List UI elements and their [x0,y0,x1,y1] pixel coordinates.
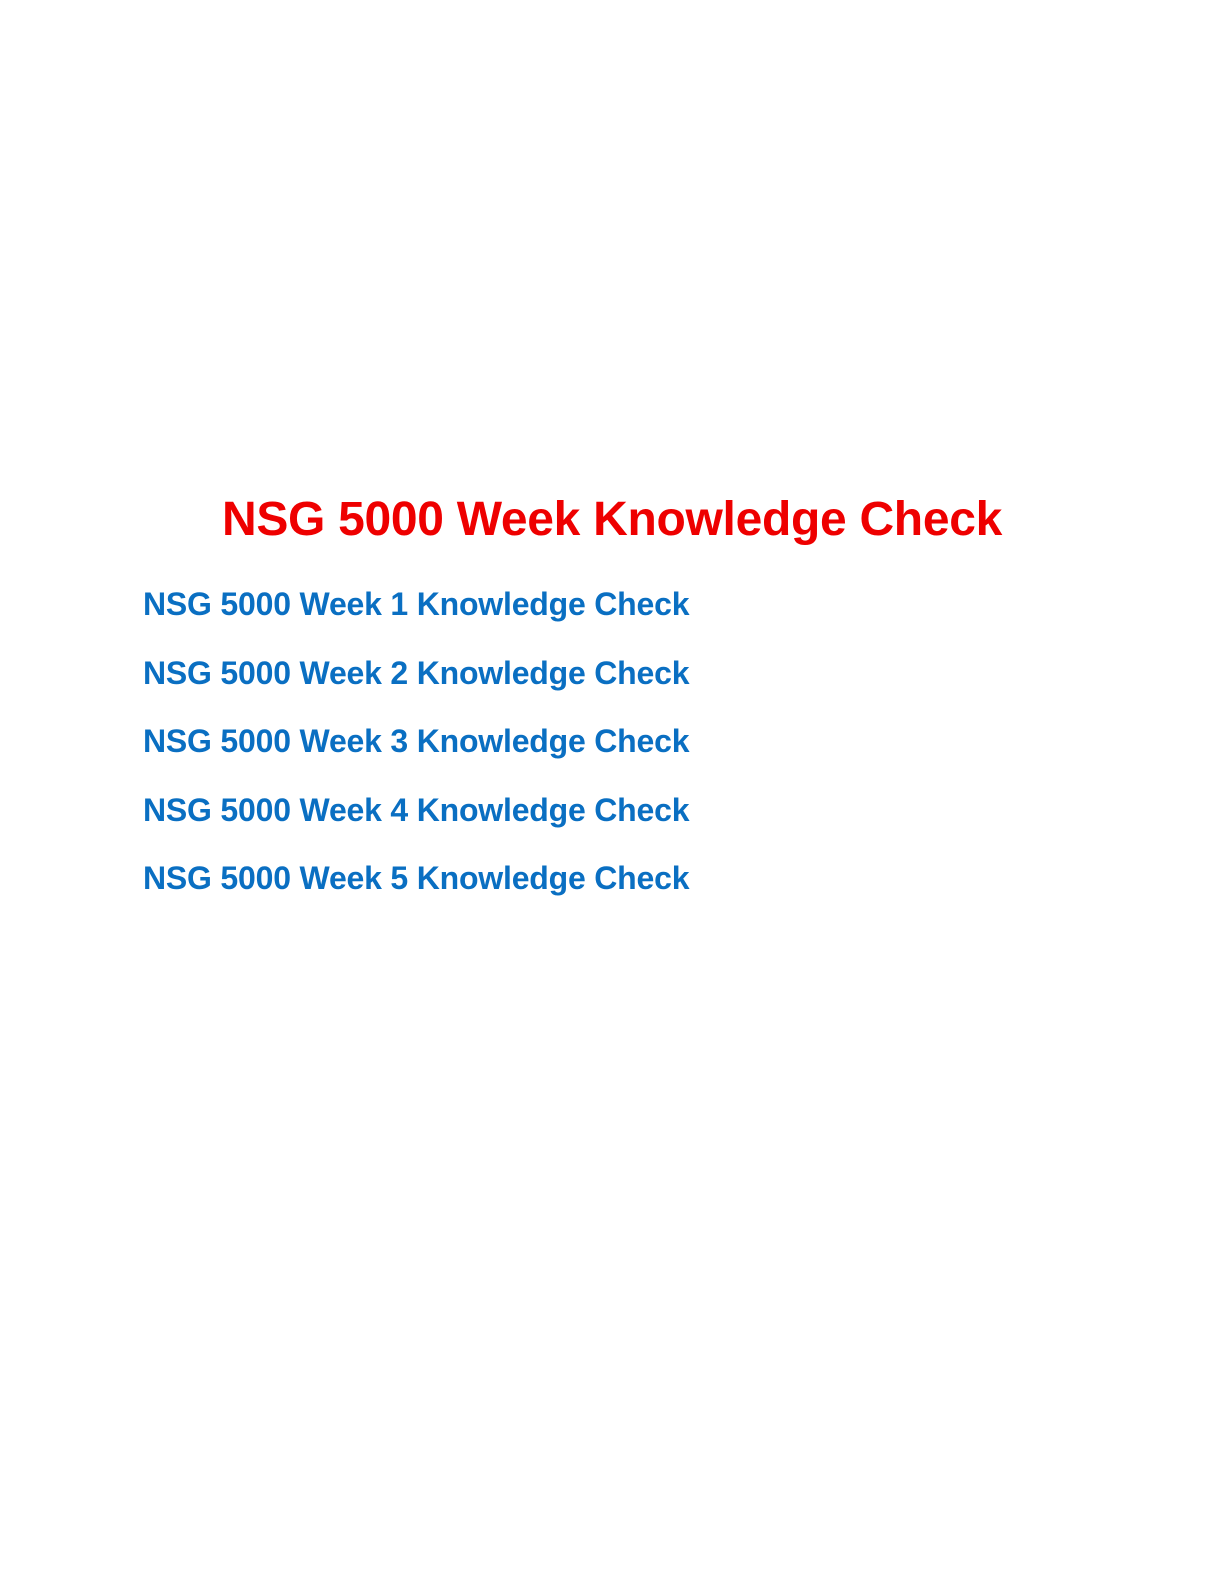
list-item: NSG 5000 Week 2 Knowledge Check [143,651,690,720]
list-item: NSG 5000 Week 3 Knowledge Check [143,719,690,788]
list-item: NSG 5000 Week 4 Knowledge Check [143,788,690,857]
document-title: NSG 5000 Week Knowledge Check [221,493,1003,546]
week-1-link[interactable]: NSG 5000 Week 1 Knowledge Check [143,586,690,622]
list-item: NSG 5000 Week 1 Knowledge Check [143,582,690,651]
list-item: NSG 5000 Week 5 Knowledge Check [143,856,690,925]
week-2-link[interactable]: NSG 5000 Week 2 Knowledge Check [143,654,690,691]
week-4-link[interactable]: NSG 5000 Week 4 Knowledge Check [143,791,690,828]
week-5-link[interactable]: NSG 5000 Week 5 Knowledge Check [143,860,690,896]
week-3-link[interactable]: NSG 5000 Week 3 Knowledge Check [143,723,690,759]
week-link-list: NSG 5000 Week 1 Knowledge Check NSG 5000… [143,582,690,925]
